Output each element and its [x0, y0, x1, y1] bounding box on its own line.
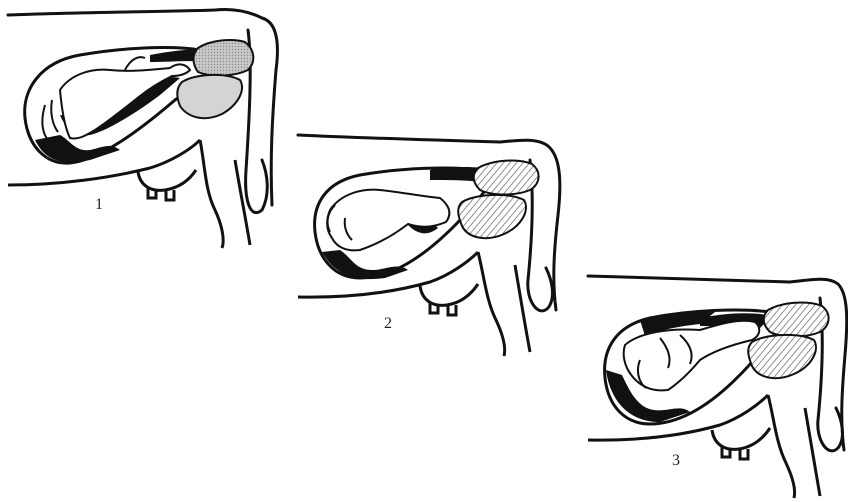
panel-2-label: 2 [384, 315, 392, 332]
bladder-shaded [177, 75, 242, 118]
panel-3: 3 [588, 276, 847, 498]
panel-2: 2 [298, 135, 560, 356]
hind-leg [478, 252, 530, 356]
hind-leg [200, 140, 250, 248]
rectum-shaded [194, 40, 254, 76]
rectum-hatched [474, 161, 539, 195]
udder [420, 284, 478, 315]
rectum-hatched [764, 303, 829, 337]
udder [712, 428, 770, 459]
hind-leg [768, 395, 820, 498]
panel-1-label: 1 [95, 196, 103, 213]
panel-3-label: 3 [672, 452, 680, 469]
panel-1: 1 [8, 9, 277, 248]
bladder-hatched [748, 335, 816, 378]
udder [138, 170, 196, 200]
bladder-hatched [458, 195, 526, 238]
